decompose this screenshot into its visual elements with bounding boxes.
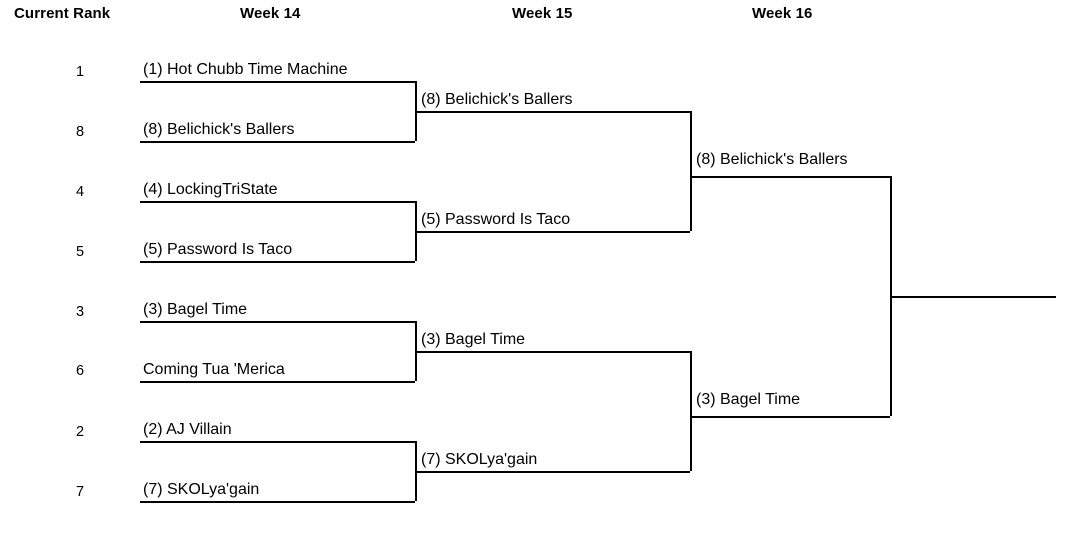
rank-value-2: 8: [75, 124, 85, 140]
round1-team-label-3: (4) LockingTriState: [143, 181, 278, 198]
round2-team-label-4: (7) SKOLya'gain: [421, 451, 538, 468]
round2-underline-3: [415, 351, 690, 353]
round3-team-label-1: (8) Belichick's Ballers: [696, 151, 848, 168]
round1-team-label-8: (7) SKOLya'gain: [143, 481, 260, 498]
round1-underline-1: [140, 81, 415, 83]
round1-slot-3[interactable]: (4) LockingTriState: [140, 180, 278, 200]
rank-value-6: 6: [75, 363, 85, 379]
round3-slot-2[interactable]: (3) Bagel Time: [693, 390, 800, 410]
round1-slot-1[interactable]: (1) Hot Chubb Time Machine: [140, 60, 348, 80]
round1-underline-2: [140, 141, 415, 143]
round1-slot-8[interactable]: (7) SKOLya'gain: [140, 480, 259, 500]
round3-underline-1: [690, 176, 890, 178]
champion-underline: [890, 296, 1056, 298]
round1-slot-6[interactable]: Coming Tua 'Merica: [140, 360, 285, 380]
column-header-week-15: Week 15: [512, 5, 573, 22]
round1-team-label-2: (8) Belichick's Ballers: [143, 121, 295, 138]
column-header-week-14: Week 14: [240, 5, 301, 22]
round1-slot-7[interactable]: (2) AJ Villain: [140, 420, 232, 440]
round3-slot-1[interactable]: (8) Belichick's Ballers: [693, 150, 848, 170]
round2-underline-4: [415, 471, 690, 473]
round2-connector-1: [690, 111, 692, 231]
round1-team-label-6: Coming Tua 'Merica: [143, 361, 285, 378]
round1-slot-4[interactable]: (5) Password Is Taco: [140, 240, 292, 260]
round1-team-label-7: (2) AJ Villain: [143, 421, 232, 438]
round2-slot-3[interactable]: (3) Bagel Time: [418, 330, 525, 350]
round1-underline-8: [140, 501, 415, 503]
round1-underline-4: [140, 261, 415, 263]
round1-slot-2[interactable]: (8) Belichick's Ballers: [140, 120, 295, 140]
rank-value-4: 5: [75, 244, 85, 260]
round2-connector-2: [690, 351, 692, 471]
round1-team-label-4: (5) Password Is Taco: [143, 241, 293, 258]
rank-value-8: 7: [75, 484, 85, 500]
round1-underline-7: [140, 441, 415, 443]
round1-slot-5[interactable]: (3) Bagel Time: [140, 300, 247, 320]
round2-underline-2: [415, 231, 690, 233]
round2-team-label-2: (5) Password Is Taco: [421, 211, 571, 228]
round2-team-label-3: (3) Bagel Time: [421, 331, 526, 348]
rank-value-3: 4: [75, 184, 85, 200]
round3-team-label-2: (3) Bagel Time: [696, 391, 801, 408]
column-header-current-rank: Current Rank: [14, 5, 111, 22]
rank-value-1: 1: [75, 64, 85, 80]
round2-team-label-1: (8) Belichick's Ballers: [421, 91, 573, 108]
round1-underline-6: [140, 381, 415, 383]
round2-slot-1[interactable]: (8) Belichick's Ballers: [418, 90, 573, 110]
rank-value-7: 2: [75, 424, 85, 440]
round1-team-label-1: (1) Hot Chubb Time Machine: [143, 61, 348, 78]
column-header-week-16: Week 16: [752, 5, 813, 22]
round1-underline-5: [140, 321, 415, 323]
round2-underline-1: [415, 111, 690, 113]
round2-slot-2[interactable]: (5) Password Is Taco: [418, 210, 570, 230]
rank-value-5: 3: [75, 304, 85, 320]
round1-underline-3: [140, 201, 415, 203]
round1-team-label-5: (3) Bagel Time: [143, 301, 248, 318]
round2-slot-4[interactable]: (7) SKOLya'gain: [418, 450, 537, 470]
round3-underline-2: [690, 416, 890, 418]
